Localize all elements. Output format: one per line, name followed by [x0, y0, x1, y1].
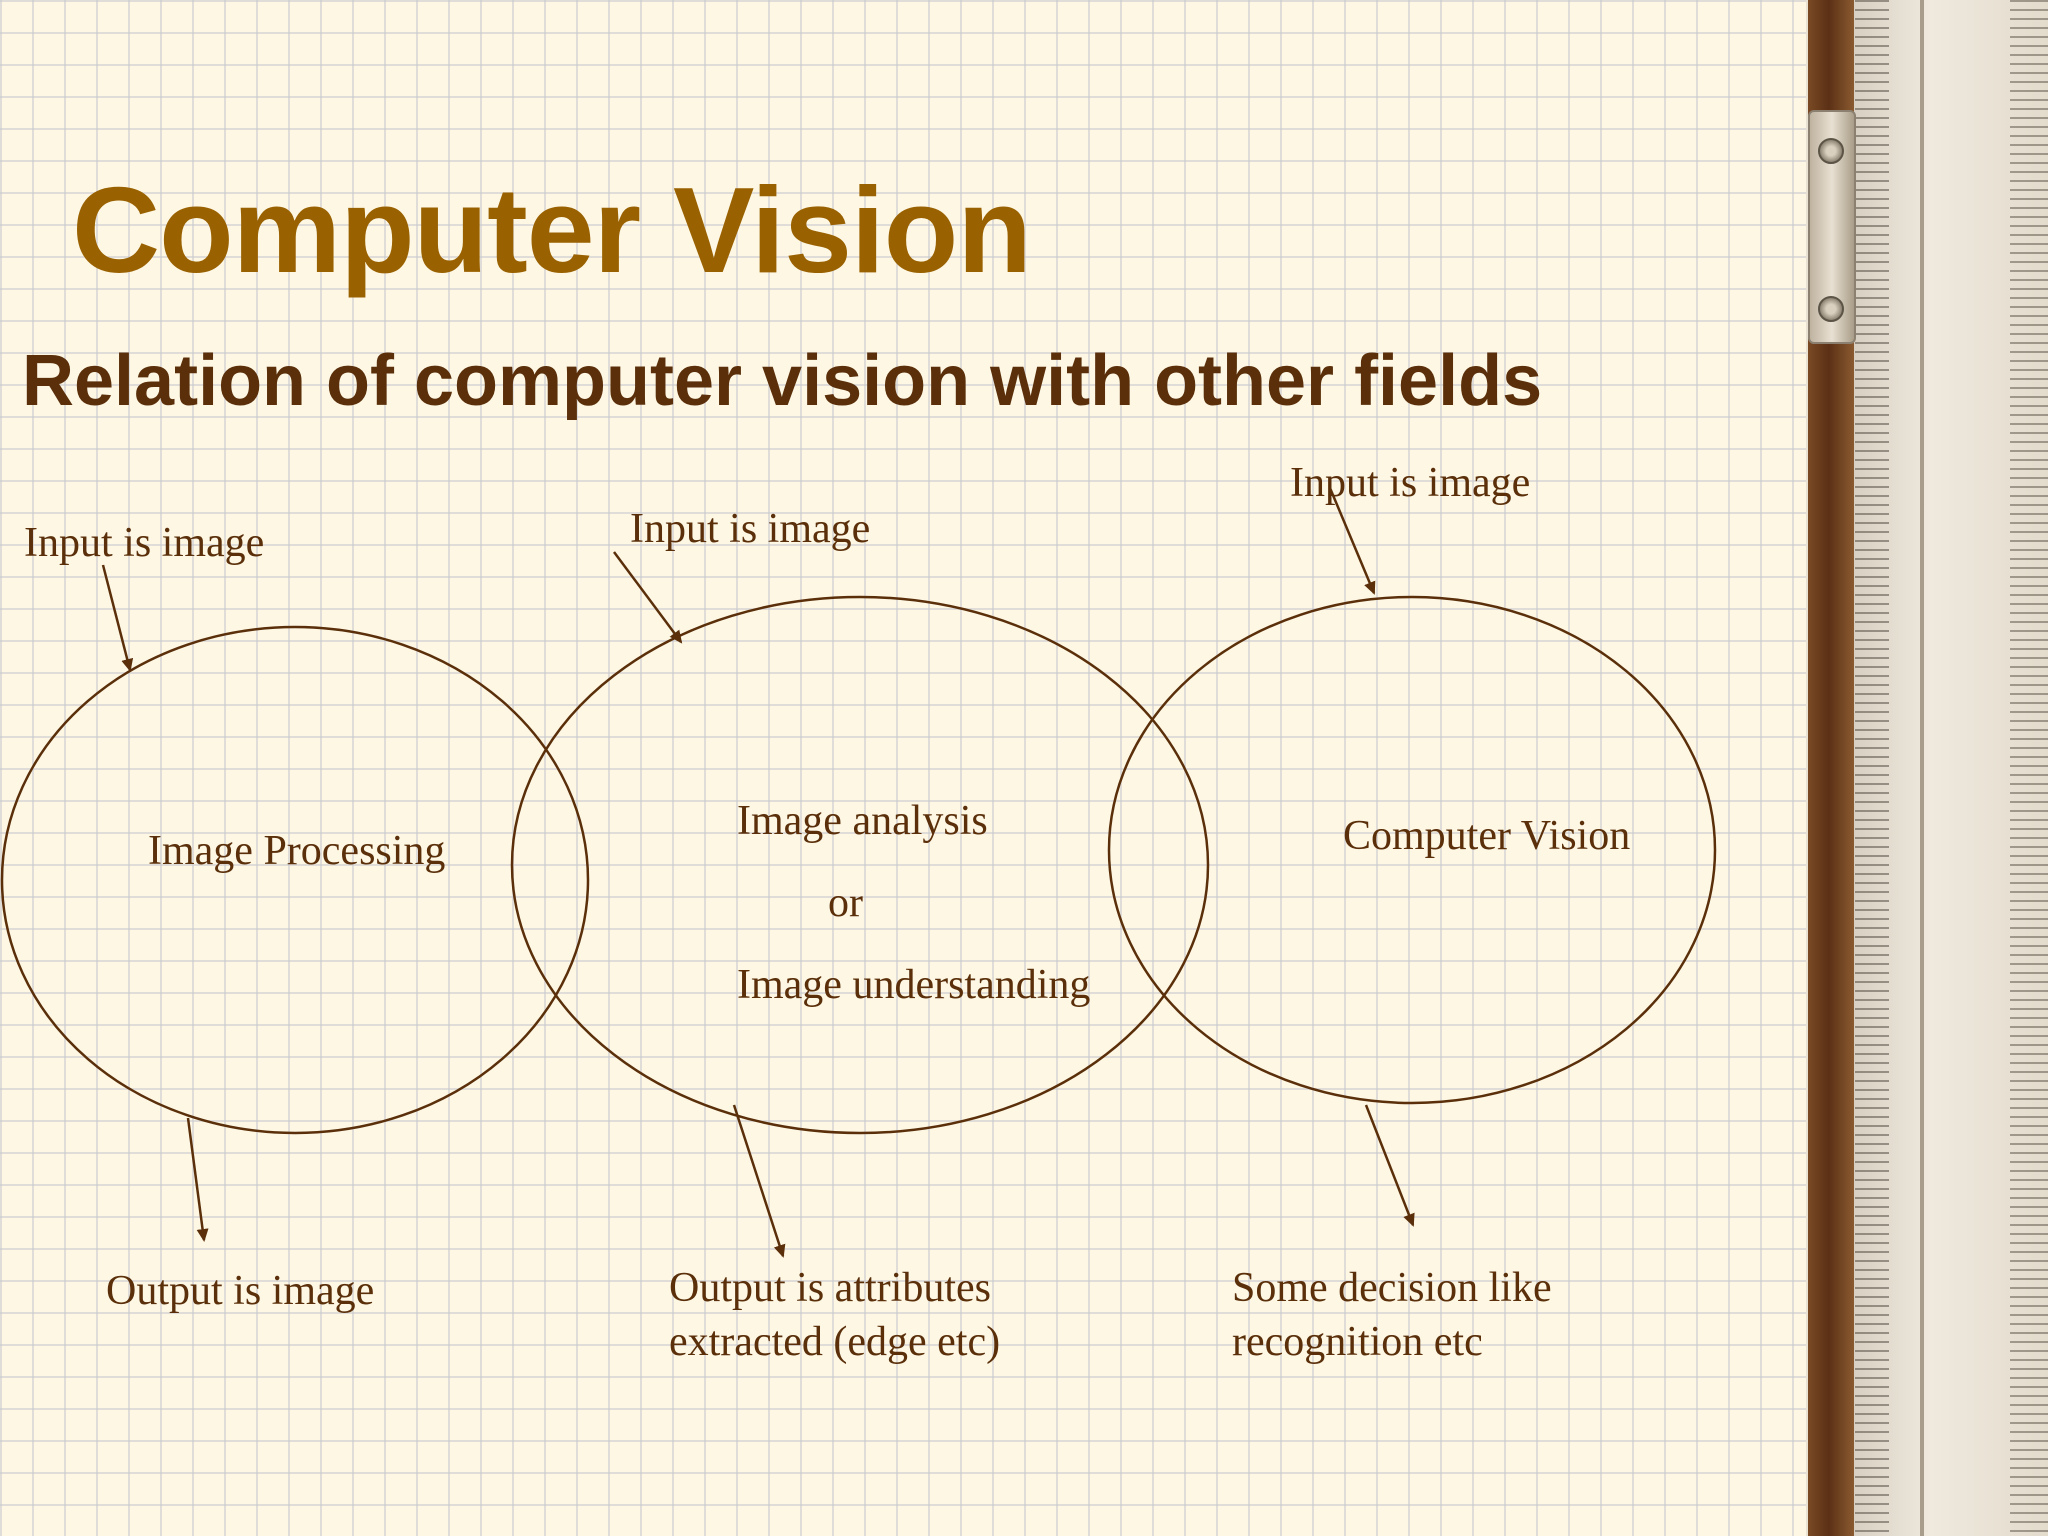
image-processing-circle [0, 625, 590, 1135]
computer-vision-label: Computer Vision [1343, 813, 1631, 859]
image-analysis-or-label: or [828, 880, 863, 926]
image-processing-input-label: Input is image [24, 520, 265, 566]
ruler-divider [1920, 0, 1924, 1536]
ruler-screw-top [1818, 138, 1844, 164]
image-processing-input-arrow [101, 564, 134, 672]
image-analysis-circle [510, 595, 1210, 1135]
slide-title: Computer Vision [72, 162, 1032, 298]
computer-vision-circle [1107, 595, 1717, 1105]
computer-vision-input-arrow [1328, 487, 1376, 595]
image-analysis-input-label: Input is image [630, 506, 871, 552]
image-analysis-label: Image analysis [737, 798, 988, 844]
image-analysis-output-arrow [732, 1104, 786, 1258]
computer-vision-output-arrow [1364, 1104, 1415, 1227]
image-processing-output-arrow [186, 1117, 209, 1242]
image-processing-label: Image Processing [148, 828, 446, 874]
image-analysis-output-label: Output is attributes extracted (edge etc… [669, 1265, 1001, 1365]
computer-vision-output-label: Some decision like recognition etc [1232, 1265, 1552, 1365]
ruler-ticks [2010, 0, 2048, 1536]
ruler-screw-bottom [1818, 296, 1844, 322]
slide-subtitle: Relation of computer vision with other f… [22, 341, 1543, 421]
computer-vision-input-label: Input is image [1290, 460, 1531, 506]
image-understanding-label: Image understanding [737, 962, 1091, 1008]
image-processing-output-label: Output is image [106, 1268, 375, 1314]
image-analysis-input-arrow [612, 551, 683, 644]
